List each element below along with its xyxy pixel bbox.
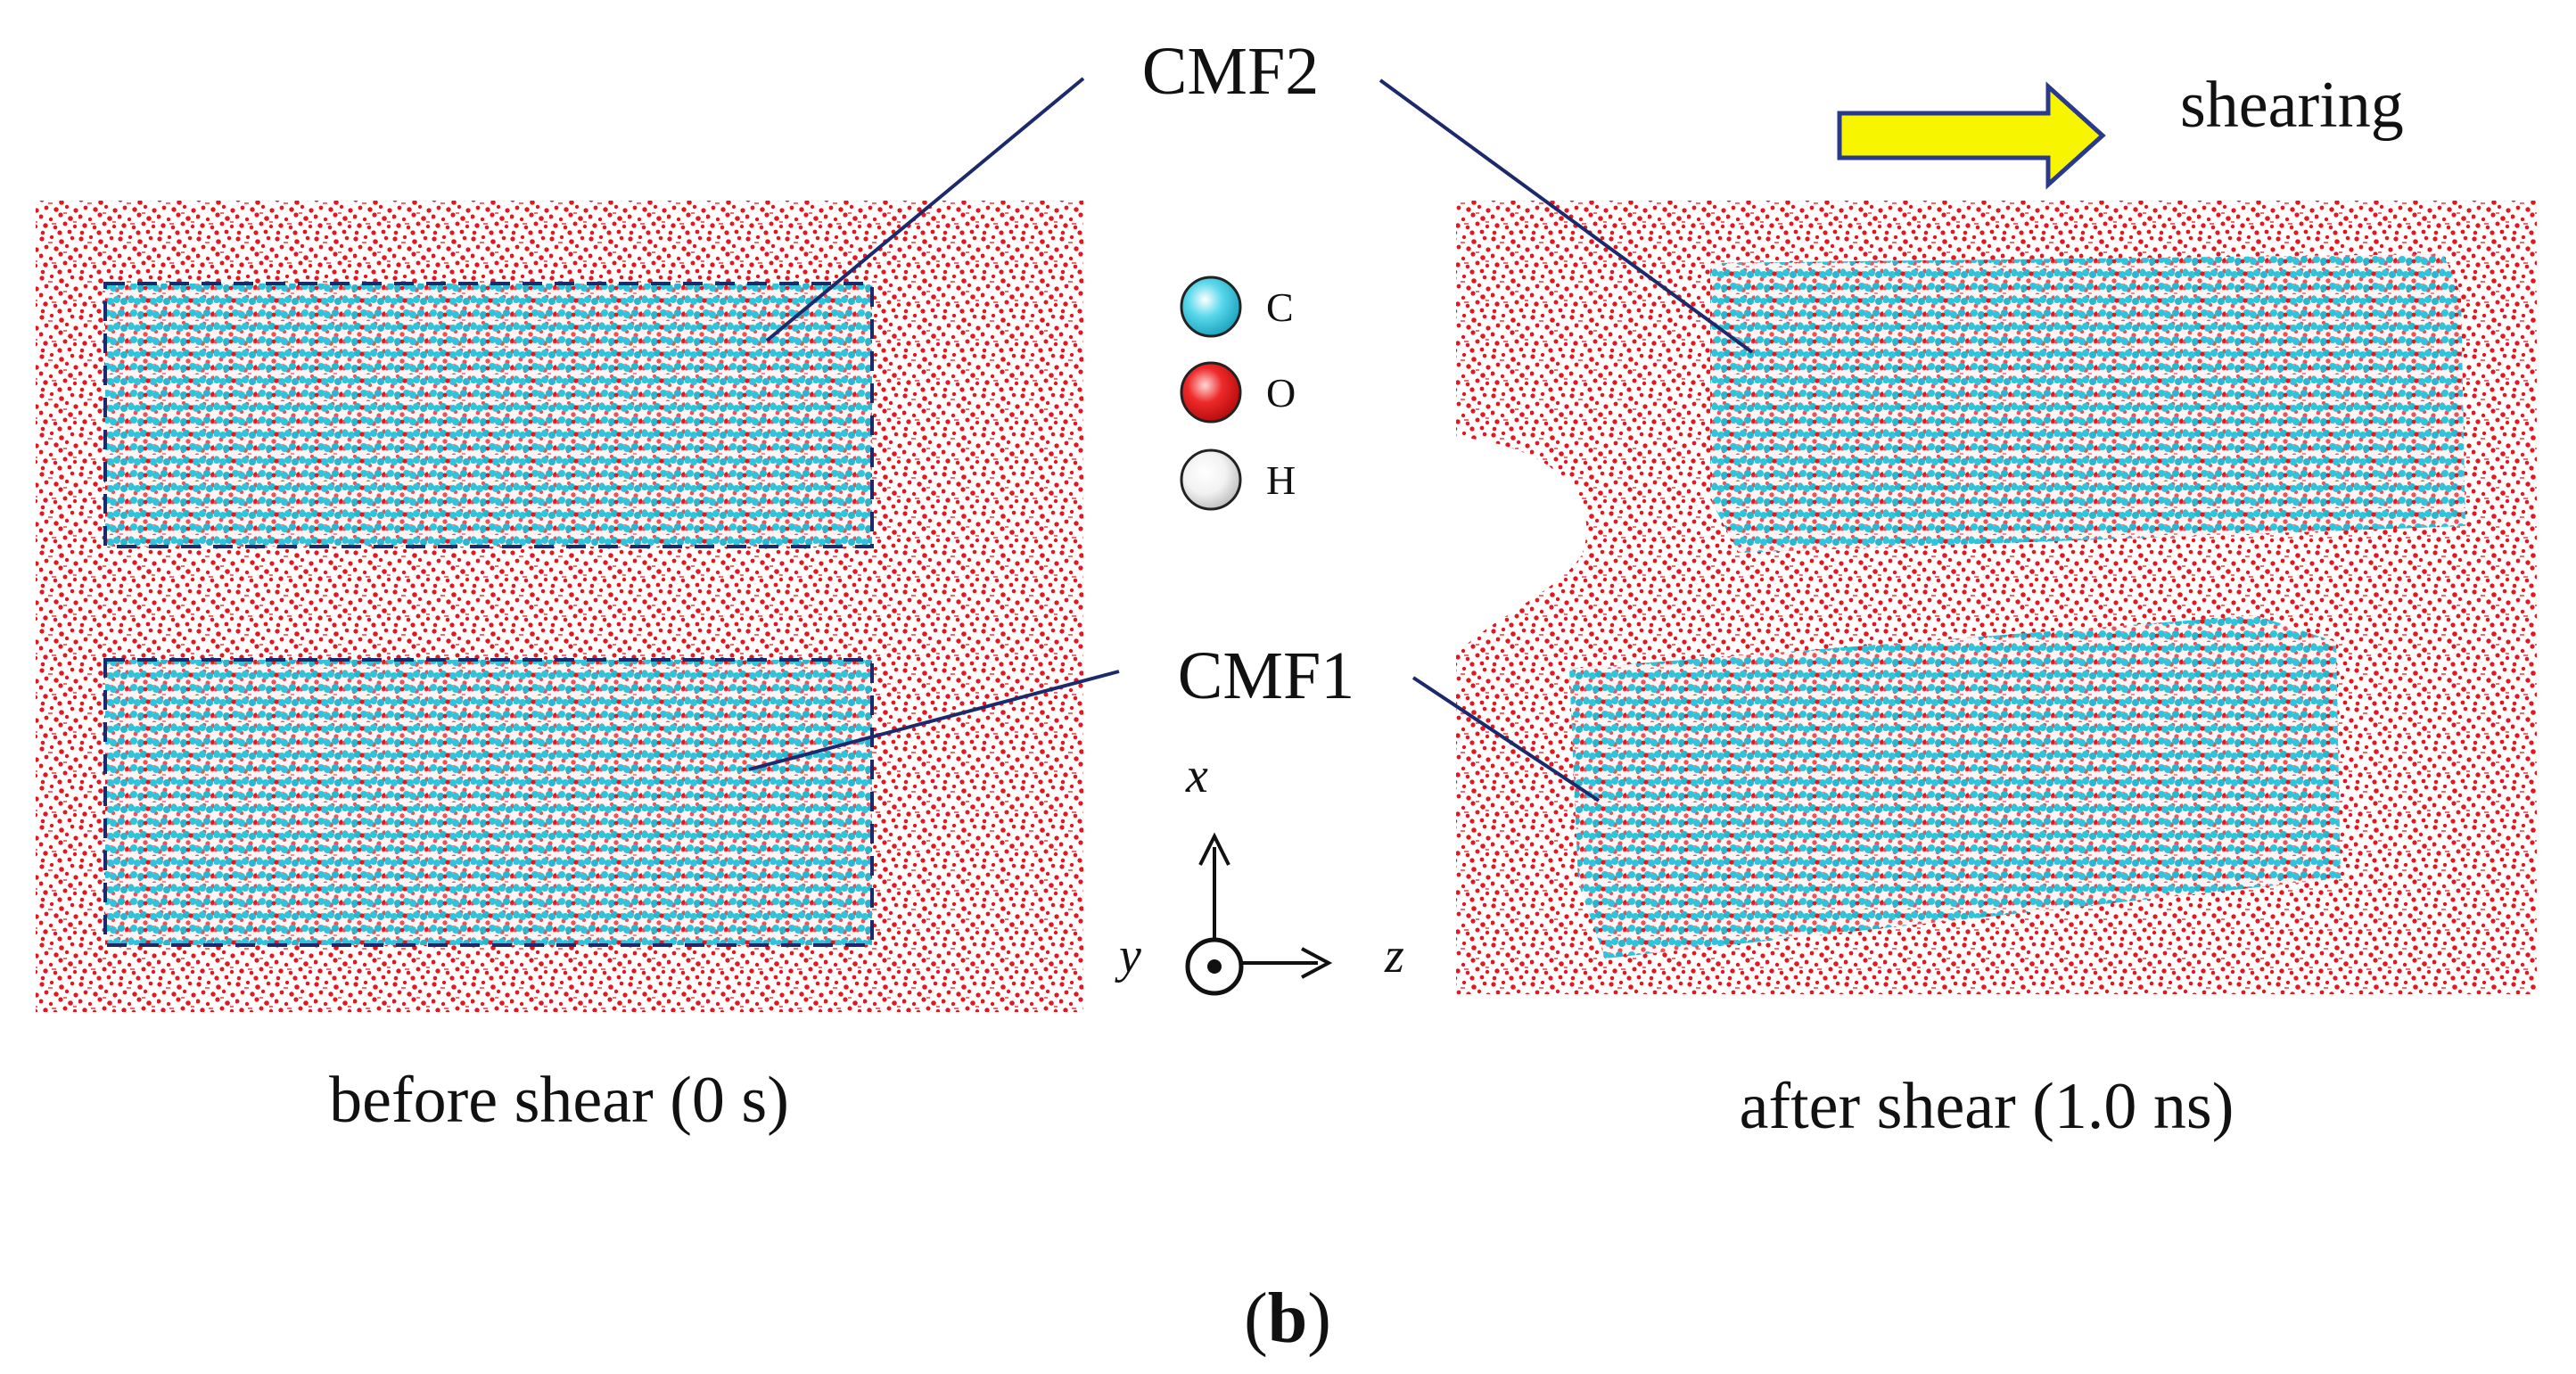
cmf2-label: CMF2 — [1142, 34, 1320, 109]
cmf1-fibril-before — [105, 660, 872, 945]
oxygen-atom-icon — [1180, 361, 1242, 424]
axes-icon: x y z — [1115, 748, 1404, 996]
legend-label-hydrogen: H — [1266, 457, 1296, 503]
cmf1-fibril-after — [1569, 615, 2341, 959]
hydrogen-atom-icon — [1180, 448, 1242, 511]
z-axis-label: z — [1384, 928, 1404, 983]
cmf2-fibril-after — [1710, 254, 2465, 553]
cmf2-dashed-box — [103, 282, 874, 548]
cmf1-dashed-box — [103, 658, 874, 947]
x-axis-arrowhead — [1198, 832, 1230, 866]
panel-label-text: (b) — [1244, 1279, 1331, 1358]
cmf2-leader-left — [765, 77, 1085, 342]
panel-label: (b) — [1244, 1279, 1331, 1358]
shearing-arrow-icon — [1837, 81, 2106, 190]
z-axis-arrowhead — [1301, 947, 1333, 979]
shearing-label: shearing — [2180, 69, 2404, 142]
x-axis-label: x — [1185, 748, 1208, 803]
legend-label-carbon: C — [1266, 284, 1294, 330]
y-axis-label: y — [1115, 928, 1141, 983]
cmf1-leader-left — [748, 670, 1120, 771]
cmf1-leader-right — [1411, 676, 1601, 802]
legend-item-oxygen: O — [1180, 361, 1296, 424]
cmf2-fibril-before — [105, 284, 872, 547]
after-shear-caption: after shear (1.0 ns) — [1740, 1070, 2234, 1143]
before-shear-snapshot — [36, 201, 1083, 1012]
atom-legend: C O H — [1180, 276, 1296, 511]
carbon-atom-icon — [1180, 276, 1242, 338]
legend-item-carbon: C — [1180, 276, 1294, 338]
leader-lines — [748, 77, 1754, 802]
cmf1-label: CMF1 — [1178, 638, 1355, 713]
after-shear-snapshot — [1456, 201, 2537, 994]
legend-label-oxygen: O — [1266, 370, 1296, 415]
legend-item-hydrogen: H — [1180, 448, 1296, 511]
y-axis-dot — [1207, 959, 1222, 974]
before-shear-caption: before shear (0 s) — [329, 1064, 789, 1137]
cmf2-leader-right — [1379, 78, 1754, 354]
